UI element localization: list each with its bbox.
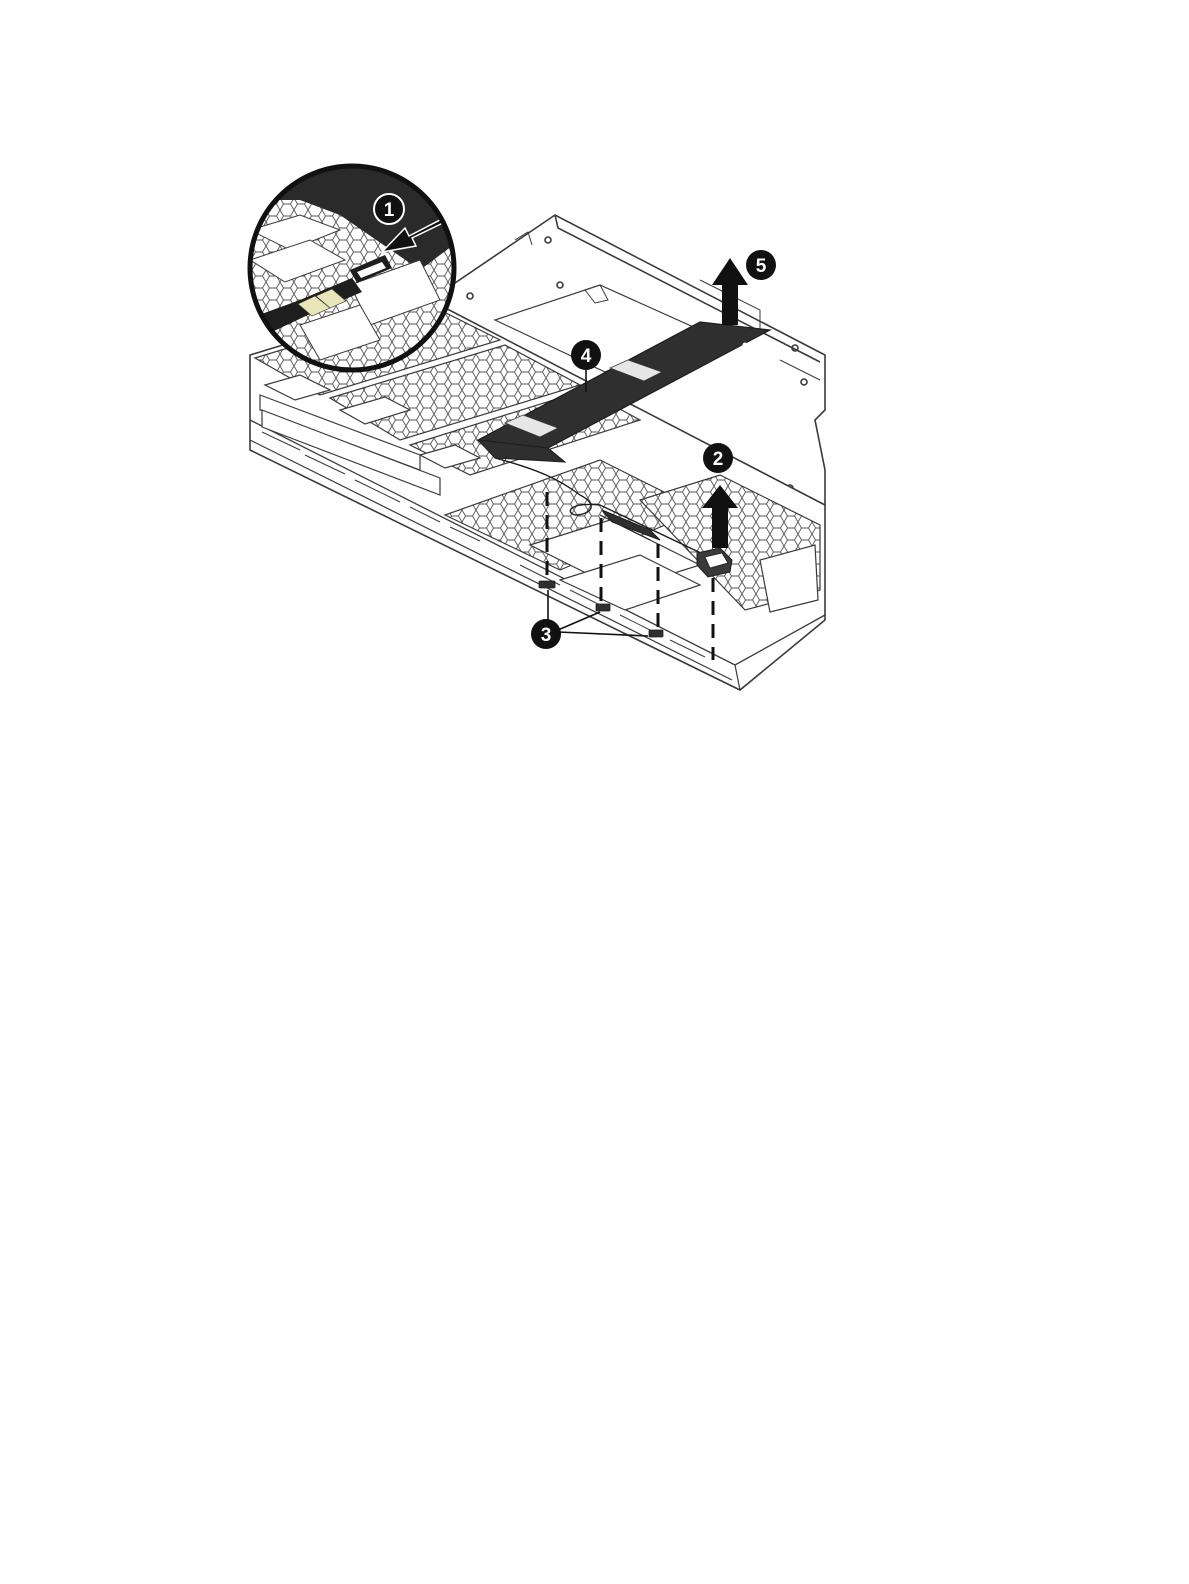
callout-2: 2 [703,443,733,473]
screw-2 [596,604,610,611]
svg-text:5: 5 [756,256,767,277]
svg-text:3: 3 [541,625,552,646]
callout-5: 5 [746,250,776,280]
svg-text:2: 2 [713,449,724,470]
screw-3 [649,630,663,637]
callout-1: 1 [374,194,404,224]
svg-text:4: 4 [581,346,592,367]
callout-3: 3 [531,619,561,649]
screw-1 [539,581,555,588]
callout-4: 4 [571,340,601,370]
svg-text:1: 1 [384,200,395,221]
